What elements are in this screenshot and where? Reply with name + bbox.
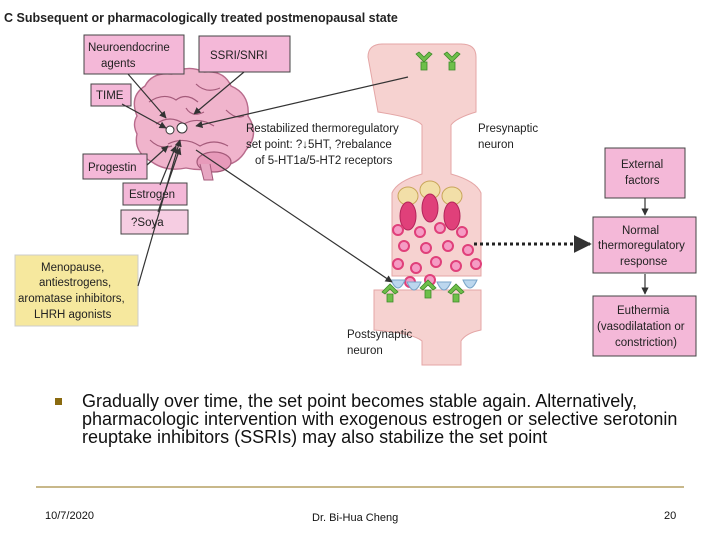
green-receptor-3 [419, 279, 437, 299]
presynaptic-line1: Presynaptic [478, 123, 538, 135]
box-euthermia-line2: (vasodilatation or [597, 321, 685, 333]
arrow-neuroendocrine [127, 73, 167, 119]
serotonin-vesicle-12 [470, 258, 482, 270]
arrow-menopause [137, 139, 182, 287]
synapse-caps [397, 180, 463, 231]
box-progestin: Progestin [82, 153, 148, 180]
box-menopause: Menopause, antiestrogens, aromatase inhibi… [14, 254, 139, 327]
presynaptic-line2: neuron [478, 139, 514, 151]
arrow-to-brain [195, 76, 409, 129]
green-receptors [381, 51, 465, 303]
postsynaptic-label: Postsynaptic neuron [347, 329, 415, 357]
serotonin-vesicle-10 [430, 256, 442, 268]
box-ssri: SSRI/SNRI [198, 35, 291, 73]
footer-divider [36, 486, 684, 488]
arrow-progestin [146, 145, 169, 166]
svg-text:Menopause,antiestrogens,aromat: Menopause, antiestrogens, aromatase inhibi… [18, 262, 125, 321]
box-time: TIME [90, 83, 132, 107]
serotonin-vesicle-11 [450, 260, 462, 272]
box-external-line1: External [621, 159, 663, 171]
box-neuroendocrine-line2: agents [101, 58, 136, 70]
setpoint-label: Restabilized thermoregulatory set point:… [246, 123, 402, 167]
box-normal-line2: thermoregulatory [598, 240, 685, 252]
neuron-illustration [367, 43, 482, 366]
box-external: External factors [604, 147, 686, 199]
brain-illustration [133, 67, 255, 181]
box-menopause-line3: aromatase inhibitors, [18, 293, 125, 305]
serotonin-vesicle-1 [414, 226, 426, 238]
footer-author: Dr. Bi-Hua Cheng [312, 512, 399, 524]
box-euthermia: Euthermia (vasodilatation or constriction) [592, 295, 697, 357]
setpoint-line1: Restabilized thermoregulatory [246, 123, 399, 135]
box-normal: Normal thermoregulatory response [592, 216, 697, 274]
postsynaptic-neuron [373, 289, 482, 366]
green-receptor-4 [447, 283, 465, 303]
blue-receptor-2 [436, 281, 452, 291]
serotonin-vesicle-2 [434, 222, 446, 234]
presynaptic-label: Presynaptic neuron [478, 123, 541, 151]
serotonin-vesicle-6 [442, 240, 454, 252]
brain-cortex [133, 67, 255, 171]
postsynaptic-line2: neuron [347, 345, 383, 357]
serotonin-vesicle-8 [392, 258, 404, 270]
green-receptor-0 [415, 51, 433, 71]
green-receptor-2 [381, 283, 399, 303]
brain-stem [199, 163, 214, 181]
blue-receptors [390, 279, 478, 291]
box-neuroendocrine-line1: Neuroendocrine [88, 42, 170, 54]
box-ssri-label: SSRI/SNRI [210, 50, 268, 62]
serotonin-vesicle-3 [456, 226, 468, 238]
blue-receptor-3 [462, 279, 478, 289]
box-euthermia-line1: Euthermia [617, 305, 670, 317]
arrow-ssri [193, 71, 245, 115]
box-time-label: TIME [96, 90, 124, 102]
hypothalamus-marker-2 [165, 125, 175, 135]
release-vesicle-1 [421, 193, 439, 223]
serotonin-vesicle-7 [462, 244, 474, 256]
footer-page-number: 20 [664, 510, 677, 522]
blue-receptor-1 [406, 281, 422, 291]
serotonin-vesicle-0 [392, 224, 404, 236]
box-normal-line1: Normal [622, 225, 659, 237]
serotonin-vesicle-9 [410, 262, 422, 274]
box-euthermia-line3: constriction) [615, 337, 677, 349]
footer-date: 10/7/2020 [45, 510, 94, 522]
box-progestin-label: Progestin [88, 162, 137, 174]
box-estrogen: Estrogen [122, 182, 188, 206]
bullet-square-icon [55, 398, 62, 405]
box-neuroendocrine: Neuroendocrine agents [83, 34, 185, 75]
release-vesicle-2 [443, 201, 461, 231]
box-soya-label: ?Soya [131, 217, 164, 229]
serotonin-vesicle-5 [420, 242, 432, 254]
box-menopause-line2: antiestrogens, [39, 277, 111, 289]
postsynaptic-line1: Postsynaptic [347, 329, 412, 341]
blue-receptor-0 [390, 279, 406, 289]
green-receptor-1 [443, 51, 461, 71]
box-estrogen-label: Estrogen [129, 189, 175, 201]
box-external-line2: factors [625, 175, 660, 187]
bullet-text: Gradually over time, the set point becom… [82, 391, 678, 447]
arrow-brain-to-synapse [195, 149, 393, 283]
figure-title: C Subsequent or pharmacologically treate… [4, 11, 398, 25]
hypothalamus-marker [176, 122, 188, 134]
box-menopause-line1: Menopause, [41, 262, 104, 274]
setpoint-line2: set point: ?↓5HT, ?rebalance [246, 139, 392, 151]
serotonin-vesicle-4 [398, 240, 410, 252]
box-menopause-line4: LHRH agonists [34, 309, 112, 321]
arrow-estrogen [159, 145, 177, 186]
arrow-time [121, 103, 167, 129]
vesicles [392, 222, 482, 288]
figure-diagram: C Subsequent or pharmacologically treate… [4, 11, 697, 366]
setpoint-line3: of 5-HT1a/5-HT2 receptors [255, 155, 393, 167]
release-vesicle-0 [399, 201, 417, 231]
arrows [121, 71, 649, 295]
box-normal-line3: response [620, 256, 667, 268]
